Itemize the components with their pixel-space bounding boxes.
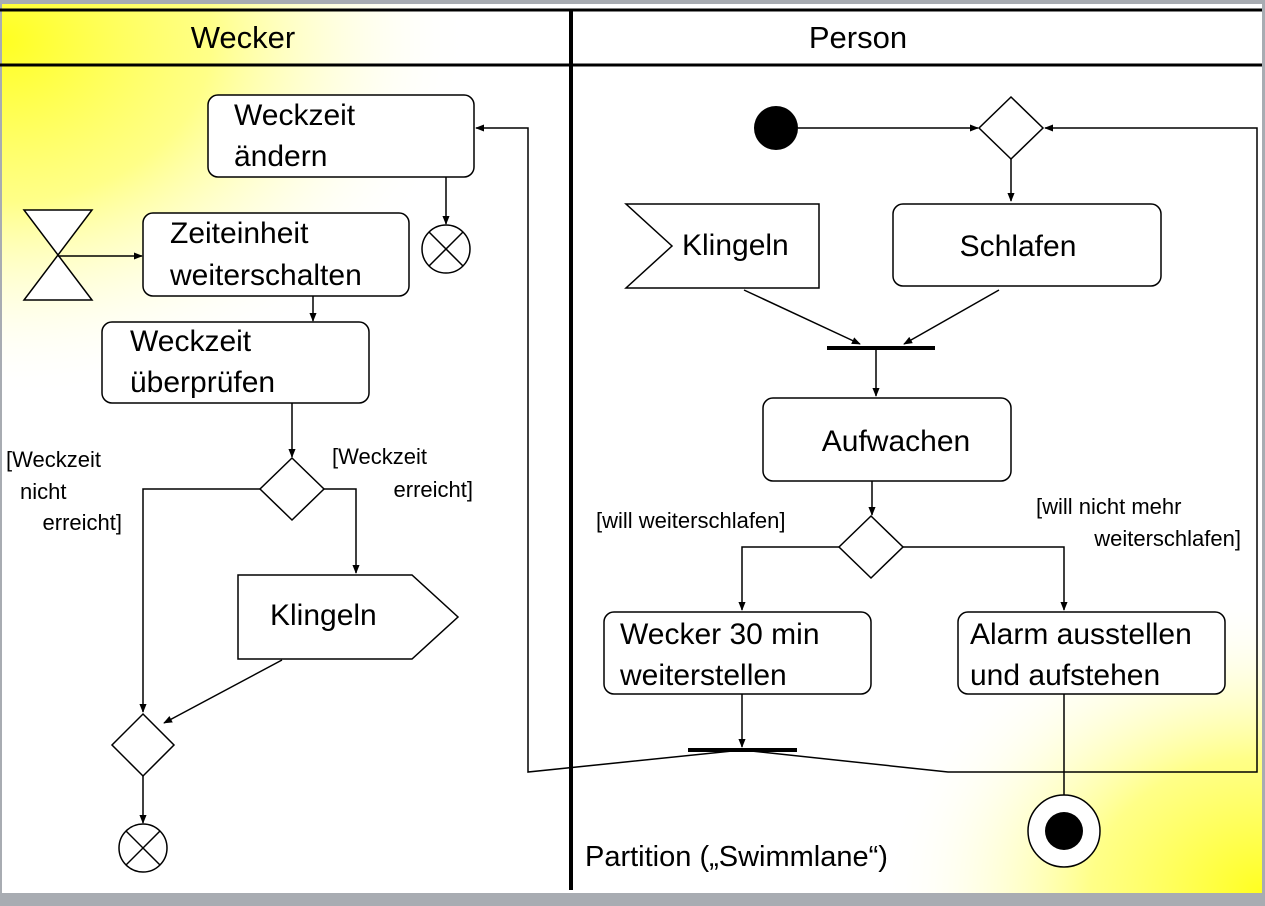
highlight-bottom-right xyxy=(2,4,1262,893)
flow-schlafen-to-join xyxy=(903,289,1000,345)
time-event-icon xyxy=(22,209,94,301)
flow-decision-to-alarm xyxy=(903,546,1068,611)
lane-title-person: Person xyxy=(809,20,907,55)
guard-weiterschlafen: [will weiterschlafen] xyxy=(596,508,786,533)
guard-nicht-erreicht-line1: [Weckzeit xyxy=(6,447,101,472)
action-alarm-ausstellen xyxy=(957,611,1226,695)
action-weckzeit-aendern xyxy=(207,94,475,178)
flow-decision-to-wecker30 xyxy=(738,546,839,611)
flow-fork-to-weckzeit-aendern xyxy=(475,124,743,773)
lane-title-wecker: Wecker xyxy=(191,20,296,55)
flow-klingeln-to-join xyxy=(743,289,861,345)
action-weckzeit-aendern-line1: Weckzeit xyxy=(234,99,356,132)
action-ueberpruefen-line1: Weckzeit xyxy=(130,325,252,358)
action-schlafen-label: Schlafen xyxy=(960,230,1077,263)
send-signal-klingeln-label: Klingeln xyxy=(270,599,377,632)
guard-erreicht-line2: erreicht] xyxy=(394,477,473,502)
action-wecker-weiterstellen xyxy=(603,611,872,695)
decision-diamond-person xyxy=(837,514,905,580)
action-ueberpruefen-line2: überprüfen xyxy=(130,366,275,399)
action-zeiteinheit-line1: Zeiteinheit xyxy=(170,217,309,250)
accept-signal-klingeln xyxy=(624,203,820,289)
accept-signal-klingeln-label: Klingeln xyxy=(682,229,789,262)
flow-decision-to-klingeln-send xyxy=(324,488,360,574)
action-zeiteinheit-weiterschalten xyxy=(142,212,410,297)
guard-nicht-mehr-line2: weiterschlafen] xyxy=(1093,526,1241,551)
action-wecker-line2: weiterstellen xyxy=(619,659,787,692)
action-zeiteinheit-line2: weiterschalten xyxy=(169,259,362,292)
partition-caption: Partition („Swimmlane“) xyxy=(585,841,888,873)
send-signal-klingeln xyxy=(237,574,460,660)
decision-diamond-weckzeit xyxy=(258,456,326,522)
flow-final-icon xyxy=(118,823,168,873)
flow-fork-to-merge xyxy=(741,124,1258,773)
initial-node xyxy=(754,106,798,150)
activity-final-node xyxy=(1027,794,1101,868)
flow-final-icon xyxy=(421,224,471,274)
action-schlafen xyxy=(892,203,1162,287)
guard-nicht-erreicht-line3: erreicht] xyxy=(43,510,122,535)
action-weckzeit-aendern-line2: ändern xyxy=(234,140,327,173)
action-aufwachen-label: Aufwachen xyxy=(822,425,970,458)
flow-klingeln-to-merge xyxy=(163,659,283,724)
guard-nicht-erreicht-line2: nicht xyxy=(20,479,66,504)
guard-erreicht-line1: [Weckzeit xyxy=(332,444,427,469)
action-aufwachen xyxy=(762,397,1012,482)
action-alarm-line2: und aufstehen xyxy=(970,659,1160,692)
action-alarm-line1: Alarm ausstellen xyxy=(970,618,1192,651)
guard-nicht-mehr-line1: [will nicht mehr xyxy=(1036,494,1181,519)
action-weckzeit-ueberpruefen xyxy=(101,321,370,404)
flow-decision-to-merge xyxy=(139,488,260,713)
action-wecker-line1: Wecker 30 min xyxy=(620,618,820,651)
